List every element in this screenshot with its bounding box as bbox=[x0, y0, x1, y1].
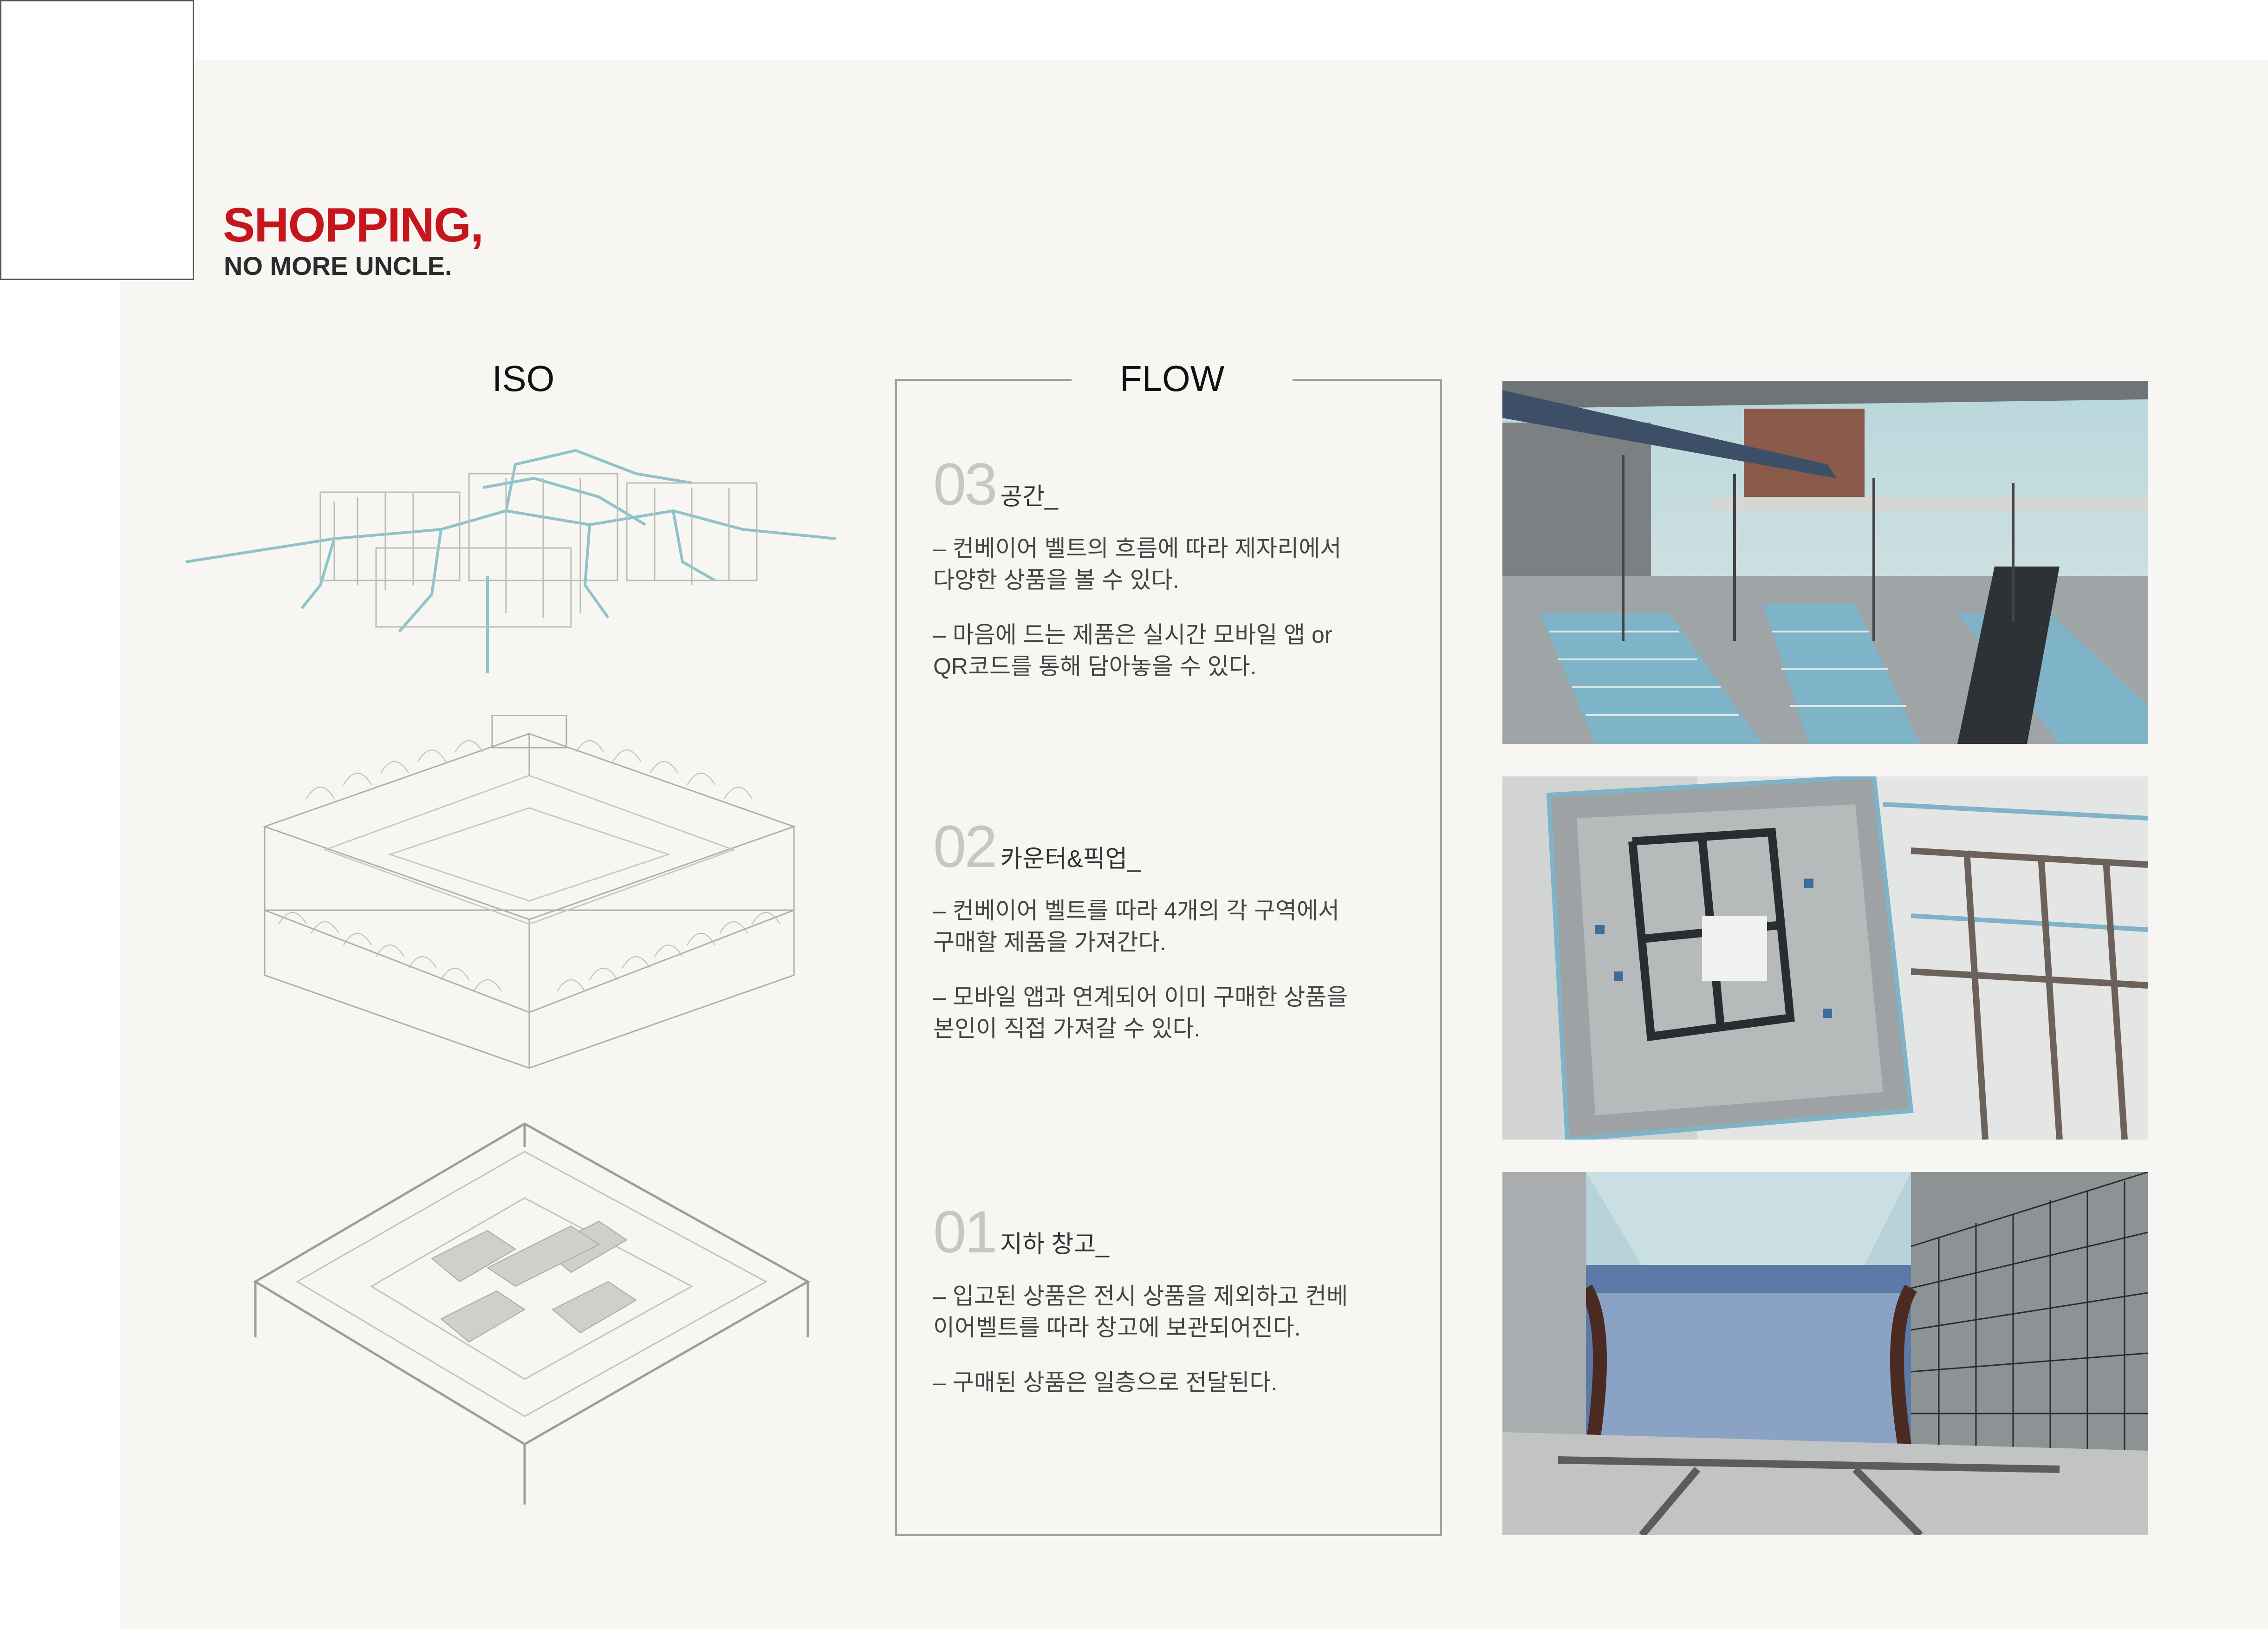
step-line: – 컨베이어 벨트의 흐름에 따라 제자리에서 bbox=[933, 535, 1342, 561]
flow-frame-top-left bbox=[895, 379, 1072, 381]
step-line: 이어벨트를 따라 창고에 보관되어진다. bbox=[933, 1315, 1301, 1341]
render-counter-pickup bbox=[1502, 776, 2148, 1140]
poster-subtitle: NO MORE UNCLE. bbox=[224, 251, 452, 280]
iso-heading: ISO bbox=[492, 358, 555, 399]
step-title: 공간_ bbox=[1000, 483, 1058, 510]
step-line: QR코드를 통해 담아놓을 수 있다. bbox=[933, 653, 1257, 679]
corner-frame bbox=[0, 0, 194, 280]
step-number: 02 bbox=[933, 814, 997, 880]
step-description: – 입고된 상품은 전시 상품을 제외하고 컨베 이어벨트를 따라 창고에 보관… bbox=[933, 1280, 1425, 1398]
step-number: 03 bbox=[933, 451, 997, 518]
step-line: – 마음에 드는 제품은 실시간 모바일 앱 or bbox=[933, 622, 1332, 648]
step-number: 01 bbox=[933, 1199, 997, 1265]
iso-drawing-building-shell bbox=[262, 715, 796, 1069]
step-title: 지하 창고_ bbox=[1000, 1231, 1110, 1258]
render-underground-warehouse bbox=[1502, 1172, 2148, 1535]
step-description: – 컨베이어 벨트를 따라 4개의 각 구역에서 구매할 제품을 가져간다. –… bbox=[933, 895, 1425, 1044]
step-line: – 구매된 상품은 일층으로 전달된다. bbox=[933, 1369, 1278, 1395]
poster-title: SHOPPING, bbox=[223, 198, 484, 252]
flow-frame bbox=[895, 380, 1442, 1536]
step-line: 본인이 직접 가져갈 수 있다. bbox=[933, 1016, 1201, 1042]
render-ground-floor-space bbox=[1502, 381, 2148, 744]
step-line: 다양한 상품을 볼 수 있다. bbox=[933, 567, 1179, 593]
step-description: – 컨베이어 벨트의 흐름에 따라 제자리에서 다양한 상품을 볼 수 있다. … bbox=[933, 533, 1425, 682]
step-line: – 컨베이어 벨트를 따라 4개의 각 구역에서 bbox=[933, 898, 1339, 924]
step-line: – 입고된 상품은 전시 상품을 제외하고 컨베 bbox=[933, 1283, 1348, 1309]
flow-heading: FLOW bbox=[1120, 358, 1225, 399]
step-line: – 모바일 앱과 연계되어 이미 구매한 상품을 bbox=[933, 984, 1348, 1010]
iso-drawing-warehouse bbox=[253, 1122, 811, 1505]
flow-frame-top-right bbox=[1293, 379, 1442, 381]
step-title: 카운터&픽업_ bbox=[1000, 846, 1141, 873]
iso-drawing-conveyor-level bbox=[185, 449, 836, 673]
step-line: 구매할 제품을 가져간다. bbox=[933, 929, 1166, 955]
